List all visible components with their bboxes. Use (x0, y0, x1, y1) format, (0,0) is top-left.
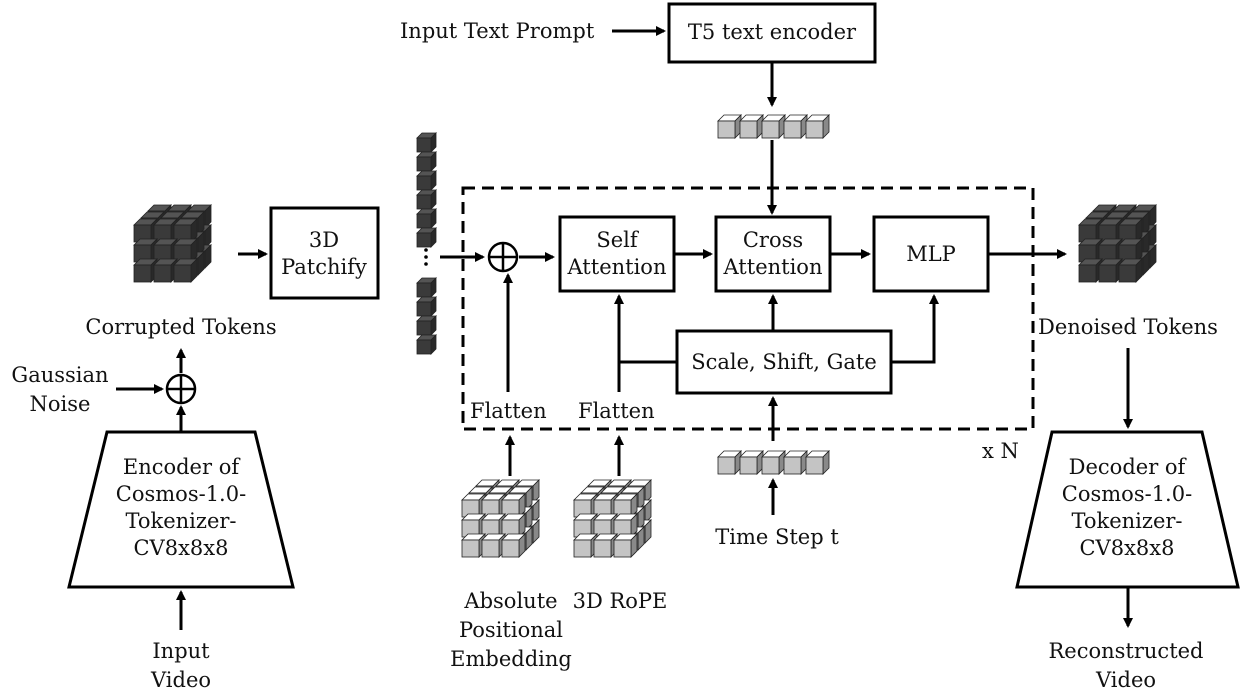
patch-cube (416, 320, 432, 336)
encoder-label-line2: Cosmos-1.0- (116, 482, 246, 506)
reconstructed-video-label-line1: Reconstructed (1048, 639, 1203, 663)
embedding-token (783, 456, 802, 475)
token-cube (593, 539, 612, 558)
encoder-trapezoid (67, 430, 295, 589)
scale-shift-gate-label: Scale, Shift, Gate (691, 350, 877, 374)
token-cube (461, 539, 480, 558)
arrow-ssg-to-mlp (891, 294, 939, 364)
token-cube (1118, 264, 1137, 283)
ellipsis-dot (424, 255, 428, 259)
corrupted-tokens-cube (133, 204, 212, 283)
input-video-label-line2: Video (150, 668, 211, 692)
cross-attention-label-line2: Attention (723, 255, 823, 279)
abs-pos-label-line3: Embedding (450, 647, 572, 671)
token-cube (573, 539, 592, 558)
decoder-label-line2: Cosmos-1.0- (1062, 482, 1192, 506)
embedding-token (739, 456, 758, 475)
patch-cube (416, 282, 432, 298)
cross-attention-label-line1: Cross (743, 228, 803, 252)
patch-token-column (416, 132, 437, 355)
text-embedding-tokens (717, 114, 830, 139)
transformer-block-frame (461, 186, 1035, 431)
mlp-box (872, 215, 990, 293)
embedding-token (761, 456, 780, 475)
repeat-label: x N (982, 439, 1019, 463)
token-cube (1098, 264, 1117, 283)
absolute-positional-embedding-cube (461, 479, 540, 558)
patch-cube (416, 232, 432, 248)
patchify-label-line1: 3D (309, 228, 339, 252)
self-attention-box (558, 215, 676, 293)
token-cube (153, 264, 172, 283)
patch-cube (416, 301, 432, 317)
encoder-label-line1: Encoder of (123, 455, 241, 479)
mlp-label: MLP (906, 242, 956, 266)
denoised-tokens-label: Denoised Tokens (1038, 315, 1218, 339)
decoder-label-line4: CV8x8x8 (1079, 536, 1174, 560)
embedding-token (783, 120, 802, 139)
gaussian-noise-label-line1: Gaussian (11, 363, 108, 387)
encoder-label-line4: CV8x8x8 (133, 536, 228, 560)
embedding-token (717, 456, 736, 475)
token-cube (173, 264, 192, 283)
input-text-prompt-label: Input Text Prompt (400, 19, 595, 43)
decoder-label-line3: Tokenizer- (1071, 509, 1182, 533)
gaussian-noise-label-line2: Noise (30, 392, 91, 416)
token-cube (133, 264, 152, 283)
flatten-label-2: Flatten (578, 399, 655, 423)
embedding-token (761, 120, 780, 139)
rope-embedding-cube (573, 479, 652, 558)
abs-pos-label-line2: Positional (459, 618, 563, 642)
time-step-label: Time Step t (715, 525, 839, 549)
input-video-label-line1: Input (152, 639, 210, 663)
ellipsis-dot (424, 248, 428, 252)
ellipsis-dot (424, 262, 428, 266)
embedding-token (717, 120, 736, 139)
abs-pos-label-line1: Absolute (463, 589, 557, 613)
embedding-token (805, 120, 824, 139)
token-cube (1078, 264, 1097, 283)
reconstructed-video-label-line2: Video (1095, 668, 1156, 692)
patchify-label-line2: Patchify (281, 255, 367, 279)
decoder-trapezoid (1015, 430, 1240, 589)
denoised-tokens-cube (1078, 204, 1157, 283)
patch-cube (416, 339, 432, 355)
t5-encoder-label: T5 text encoder (688, 20, 857, 44)
embedding-token (805, 456, 824, 475)
patch-cube (416, 156, 432, 172)
flatten-label-1: Flatten (470, 399, 547, 423)
corrupted-tokens-label: Corrupted Tokens (85, 315, 276, 339)
patch-cube (416, 137, 432, 153)
embedding-token (739, 120, 758, 139)
patch-cube (416, 213, 432, 229)
decoder-label-line1: Decoder of (1069, 455, 1188, 479)
encoder-label-line3: Tokenizer- (125, 509, 236, 533)
self-attention-label-line2: Attention (567, 255, 667, 279)
token-cube (481, 539, 500, 558)
token-cube (501, 539, 520, 558)
time-step-tokens (717, 450, 830, 475)
rope-label: 3D RoPE (573, 589, 668, 613)
patch-cube (416, 194, 432, 210)
patch-cube (416, 175, 432, 191)
patchify-box (269, 206, 380, 300)
self-attention-label-line1: Self (596, 228, 640, 252)
token-cube (613, 539, 632, 558)
